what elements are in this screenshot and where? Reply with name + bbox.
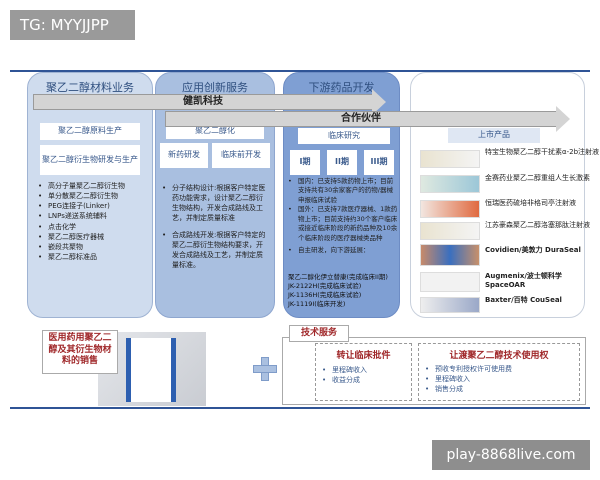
list-item: 单分散聚乙二醇衍生物	[36, 191, 148, 201]
arrow-partners: 合作伙伴	[165, 106, 570, 132]
product-label: Covidien/美敦力 DuraSeal	[485, 246, 581, 254]
pipeline-item: JK-2122H(完成临床试验)	[288, 282, 362, 291]
box-phase-3: III期	[364, 150, 394, 175]
transfer-approval-box: 转让临床批件 里程碑收入 收益分成	[315, 343, 412, 401]
list-item: 合成路线开发:根据客户特定的聚乙二醇衍生物结构要求，开发合成路线及工艺，并制定质…	[160, 230, 268, 271]
box-phase-2: II期	[327, 150, 357, 175]
product-label: 特宝生物聚乙二醇干扰素α-2b注射液	[485, 148, 600, 156]
product-label: 江苏豪森聚乙二醇洛塞那肽注射液	[485, 221, 590, 229]
materials-list: 高分子量聚乙二醇衍生物 单分散聚乙二醇衍生物 PEG连接子(Linker) LN…	[36, 181, 148, 262]
product-image	[420, 175, 480, 193]
list-item: PEG连接子(Linker)	[36, 201, 148, 211]
list-item: 国内：已支持5款药物上市；目前支持共有30余家客户的药物/器械申报临床试验	[286, 177, 398, 205]
box-derivative-rd: 聚乙二醇衍生物研发与生产	[40, 145, 140, 175]
product-label: Augmenix/波士顿科学SpaceOAR	[485, 272, 562, 290]
box-raw-production: 聚乙二醇原料生产	[40, 123, 140, 140]
column-materials: 聚乙二醇材料业务 聚乙二醇原料生产 聚乙二醇衍生物研发与生产 高分子量聚乙二醇衍…	[27, 72, 153, 318]
list-item: 自主研发，向下游延展：	[286, 246, 398, 256]
product-image	[420, 150, 480, 168]
product-image	[420, 272, 480, 292]
column-title: 应用创新服务	[182, 81, 248, 94]
list-item: 聚乙二醇标准品	[36, 252, 148, 262]
list-item: 点击化学	[36, 222, 148, 232]
list-item: 预收专利授权许可使用费	[423, 364, 579, 374]
services-list: 分子结构设计:根据客户特定医药功能需求，设计聚乙二醇衍生物结构，开发合成路线及工…	[160, 183, 268, 270]
pipeline-list: 聚乙二醇化伊立替康(完成临床II期) JK-2122H(完成临床试验) JK-1…	[288, 273, 398, 309]
product-image	[420, 222, 480, 240]
list-item: 里程碑收入	[423, 374, 579, 384]
box-clinical-research: 临床研究	[298, 128, 390, 144]
box-title: 转让临床批件	[336, 351, 391, 361]
bottom-divider	[10, 407, 590, 409]
list-item: 嵌段共聚物	[36, 242, 148, 252]
list-item: LNPs递送系统辅料	[36, 211, 148, 221]
watermark-top: TG: MYYJJPP	[10, 10, 135, 40]
list-item: 销售分成	[423, 384, 579, 394]
license-rights-box: 让渡聚乙二醇技术使用权 预收专利授权许可使用费 里程碑收入 销售分成	[418, 343, 580, 401]
list-item: 里程碑收入	[320, 365, 411, 375]
box-title: 让渡聚乙二醇技术使用权	[449, 351, 549, 361]
list-item: 分子结构设计:根据客户特定医药功能需求，设计聚乙二醇衍生物结构，开发合成路线及工…	[160, 183, 268, 224]
box-marketed-products: 上市产品	[448, 128, 540, 143]
column-title: 下游药品开发	[308, 81, 375, 94]
arrow-jenkem: 健凯科技	[33, 89, 386, 115]
pipeline-item: JK-1119I(临床开发)	[288, 300, 346, 309]
pipeline-item: JK-1136H(完成临床试验)	[288, 291, 362, 300]
top-divider	[10, 70, 590, 72]
list-item: 聚乙二醇医疗器械	[36, 232, 148, 242]
product-image	[420, 297, 480, 313]
product-image	[420, 200, 480, 218]
product-image	[420, 244, 480, 266]
plus-icon	[253, 357, 277, 381]
sales-label: 医用药用聚乙二醇及其衍生物材料的销售	[42, 330, 118, 374]
list-item: 国外：已支持7款医疗器械、1款药物上市；目前支持约30个客户临床或接近临床阶段的…	[286, 205, 398, 243]
list-item: 高分子量聚乙二醇衍生物	[36, 181, 148, 191]
box-new-drug-rd: 新药研发	[160, 143, 208, 168]
product-label: Baxter/百特 CouSeal	[485, 296, 562, 304]
downstream-list: 国内：已支持5款药物上市；目前支持共有30余家客户的药物/器械申报临床试验 国外…	[286, 177, 398, 256]
product-label: 金赛药业聚乙二醇重组人生长激素	[485, 174, 590, 182]
product-label: 恒瑞医药硫培非格司亭注射液	[485, 199, 576, 207]
box-preclinical: 临床前开发	[212, 143, 270, 168]
box-phase-1: I期	[290, 150, 320, 175]
box-pegylation: 聚乙二醇化	[166, 123, 264, 139]
tech-service-panel	[282, 337, 586, 405]
pipeline-item: 聚乙二醇化伊立替康(完成临床II期)	[288, 273, 388, 281]
tech-service-title: 技术服务	[289, 325, 349, 342]
watermark-bottom: play-8868live.com	[432, 440, 590, 470]
column-title: 聚乙二醇材料业务	[46, 81, 134, 94]
list-item: 收益分成	[320, 375, 411, 385]
